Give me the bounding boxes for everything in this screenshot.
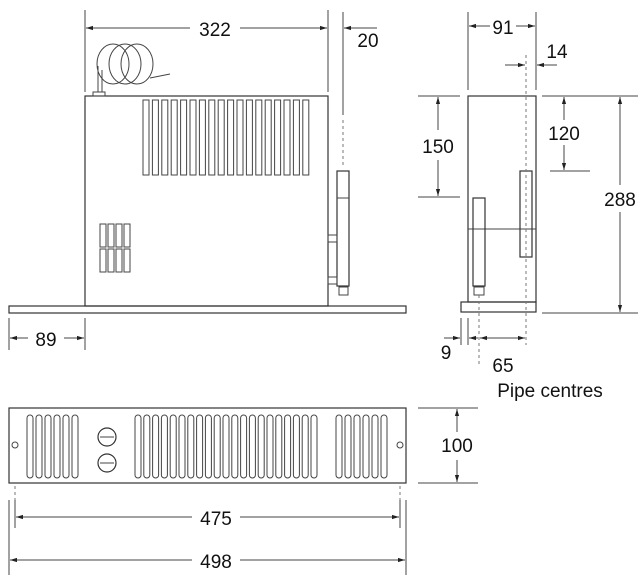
fixing-hole-left <box>11 441 19 449</box>
louver-slot <box>217 99 225 176</box>
hole-centres-dimension: 475 <box>200 509 232 530</box>
front-slot <box>204 414 212 479</box>
front-slot <box>284 414 292 479</box>
pipe-offset-dimension: 20 <box>357 31 378 52</box>
front-slot <box>310 414 318 479</box>
end-view: 91 14 150 120 288 9 65 Pipe centres <box>418 12 638 402</box>
louver-slot <box>180 99 188 176</box>
front-slot <box>169 414 177 479</box>
louver-slot <box>151 99 159 176</box>
grille-slot <box>107 248 115 273</box>
front-slots <box>26 414 388 479</box>
pipe-1 <box>472 197 486 287</box>
front-slot <box>248 414 256 479</box>
pipe1-height-dimension: 150 <box>422 137 454 158</box>
front-slot <box>371 414 379 479</box>
front-slot <box>35 414 43 479</box>
front-slot <box>143 414 151 479</box>
louver-slot <box>255 99 263 176</box>
louver-slot <box>236 99 244 176</box>
pipe2-height-dimension: 120 <box>548 124 580 145</box>
front-slot <box>62 414 70 479</box>
front-slot <box>275 414 283 479</box>
front-slot <box>240 414 248 479</box>
louver-slot <box>283 99 291 176</box>
front-slot <box>53 414 61 479</box>
heater-body <box>84 95 329 307</box>
pipe-inset-dimension: 14 <box>546 42 568 63</box>
louver-slot <box>170 99 178 176</box>
front-slot <box>222 414 230 479</box>
side-grille <box>99 223 131 273</box>
grille-slot <box>123 223 131 248</box>
front-slot <box>71 414 79 479</box>
front-view: 100 475 498 <box>8 407 478 575</box>
louver-slot <box>292 99 300 176</box>
louver-slot <box>189 99 197 176</box>
front-slot <box>380 414 388 479</box>
front-slot <box>134 414 142 479</box>
grille-slot <box>99 223 107 248</box>
louver-slot <box>161 99 169 176</box>
front-slot <box>266 414 274 479</box>
height-dimension: 288 <box>604 190 636 211</box>
grille-slot <box>123 248 131 273</box>
louver-slot <box>208 99 216 176</box>
front-slot <box>344 414 352 479</box>
front-height-dimension: 100 <box>441 436 473 457</box>
base-plate <box>8 305 407 314</box>
front-slot <box>353 414 361 479</box>
grille-slot <box>115 248 123 273</box>
front-slot <box>301 414 309 479</box>
louver-slot <box>302 99 310 176</box>
louver-slot <box>245 99 253 176</box>
louver-slot <box>142 99 150 176</box>
front-slot <box>257 414 265 479</box>
pipe-spacing-caption: Pipe centres <box>497 381 603 402</box>
louver-slot <box>198 99 206 176</box>
front-slot <box>160 414 168 479</box>
louver-slot <box>274 99 282 176</box>
front-slot <box>44 414 52 479</box>
front-slot <box>292 414 300 479</box>
grille-slot <box>115 223 123 248</box>
front-slot <box>335 414 343 479</box>
plate-inset-dimension: 9 <box>441 343 452 364</box>
overall-width-dimension: 498 <box>200 552 232 573</box>
front-slot <box>213 414 221 479</box>
louver-slot <box>264 99 272 176</box>
control-knob-icon <box>97 427 117 447</box>
width-dimension: 322 <box>199 20 231 41</box>
louver-slot <box>227 99 235 176</box>
fixing-hole-right <box>396 441 404 449</box>
top-louvers <box>142 99 310 176</box>
front-slot <box>196 414 204 479</box>
front-slot <box>26 414 34 479</box>
base-plate-end <box>460 301 537 313</box>
depth-dimension: 91 <box>492 18 513 39</box>
grille-slot <box>107 223 115 248</box>
power-cable-coil-icon <box>92 43 171 97</box>
front-slot <box>187 414 195 479</box>
grille-slot <box>99 248 107 273</box>
front-grille-panel <box>8 407 407 484</box>
plate-overhang-dimension: 89 <box>35 330 56 351</box>
front-slot <box>231 414 239 479</box>
front-slot <box>152 414 160 479</box>
pipe-connection <box>327 170 350 296</box>
front-slot <box>362 414 370 479</box>
front-slot <box>178 414 186 479</box>
pipe-spacing-dimension: 65 <box>492 356 513 377</box>
side-view: 322 20 89 <box>8 10 407 351</box>
control-knob-icon <box>97 453 117 473</box>
